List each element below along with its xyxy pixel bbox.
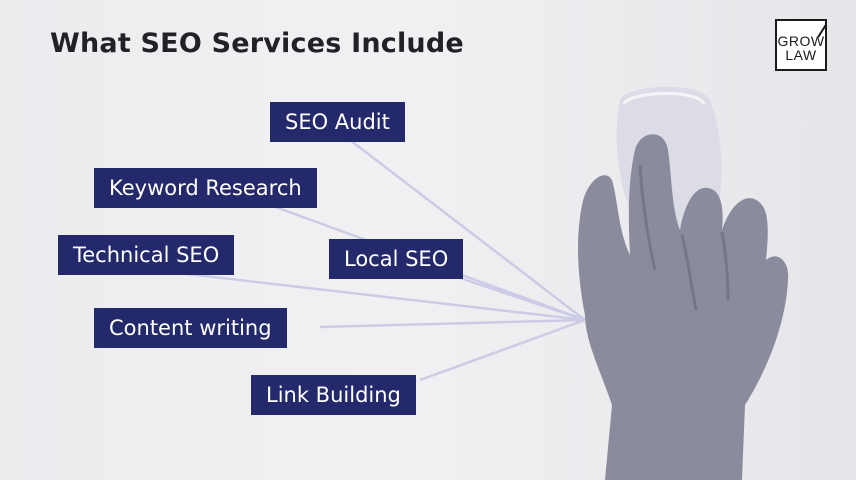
connector-line-link-building [419, 318, 586, 382]
service-tag-content-writing: Content writing [94, 308, 287, 348]
grow-law-logo: GROW LAW [775, 19, 827, 71]
service-tag-link-building: Link Building [251, 375, 416, 415]
logo-line-1: GROW [777, 33, 825, 49]
service-tag-keyword-research: Keyword Research [94, 168, 317, 208]
service-tag-seo-audit: SEO Audit [270, 102, 405, 142]
service-tag-local-seo: Local SEO [329, 239, 464, 279]
hand-icon [578, 134, 789, 480]
page-title: What SEO Services Include [50, 28, 464, 59]
connector-line-seo-audit [349, 139, 586, 321]
service-tag-technical-seo: Technical SEO [58, 235, 235, 275]
logo-line-2: LAW [785, 47, 817, 63]
connector-line-content-writing [319, 318, 586, 329]
connector-line-local-seo [459, 276, 586, 322]
connector-line-technical-seo [169, 270, 586, 322]
connector-lines [169, 139, 586, 382]
